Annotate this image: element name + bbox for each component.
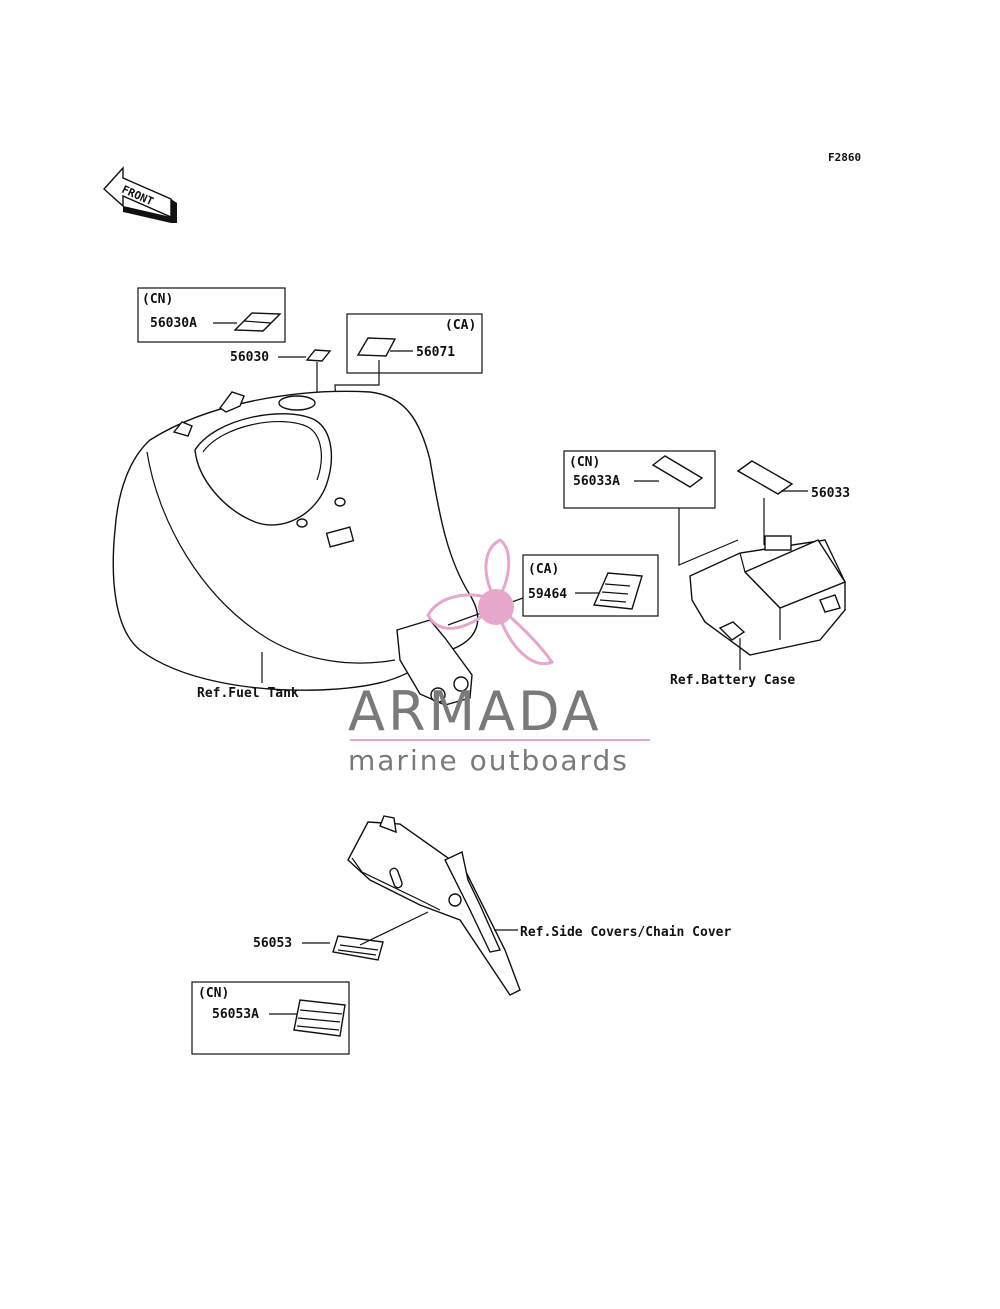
callout-56071: 56071 [416,345,455,360]
decal-56033a-icon [651,455,704,488]
decal-56033-icon [736,460,794,495]
callout-59464: 59464 [528,587,567,602]
fuel-tank-icon [112,390,479,706]
decal-56071-icon [356,337,397,357]
box-cn-56030a [137,287,286,343]
watermark-name: ARMADA [348,680,602,743]
decal-56030a-icon [233,312,282,332]
decal-59464-icon [592,572,643,610]
callout-56030a: 56030A [150,316,197,331]
diagram-code: F2860 [828,151,861,164]
watermark-tagline: marine outboards [348,744,629,777]
region-ca-2: (CA) [528,562,559,577]
decal-56053-icon [332,935,384,961]
region-cn-1: (CN) [142,292,173,307]
callout-56030: 56030 [230,350,269,365]
armada-logo: ARMADA marine outboards [348,538,650,777]
callout-56033: 56033 [811,486,850,501]
region-ca-1: (CA) [445,318,476,333]
callout-56053a: 56053A [212,1007,259,1022]
battery-case-icon [689,535,847,656]
decal-56030-icon [305,349,332,362]
propeller-icon [426,538,555,666]
front-arrow-icon: FRONT [103,166,177,223]
ref-fuel-tank: Ref.Fuel Tank [197,686,299,701]
callout-56053: 56053 [253,936,292,951]
callout-56033a: 56033A [573,474,620,489]
ref-side-covers: Ref.Side Covers/Chain Cover [520,925,731,940]
box-ca-59464 [522,554,659,617]
region-cn-2: (CN) [569,455,600,470]
region-cn-3: (CN) [198,986,229,1001]
box-ca-56071 [346,313,483,374]
decal-56053a-icon [293,999,346,1037]
ref-battery-case: Ref.Battery Case [670,673,795,688]
box-cn-56033a [563,450,716,509]
box-cn-56053a [191,981,350,1055]
chain-cover-icon [347,815,521,996]
